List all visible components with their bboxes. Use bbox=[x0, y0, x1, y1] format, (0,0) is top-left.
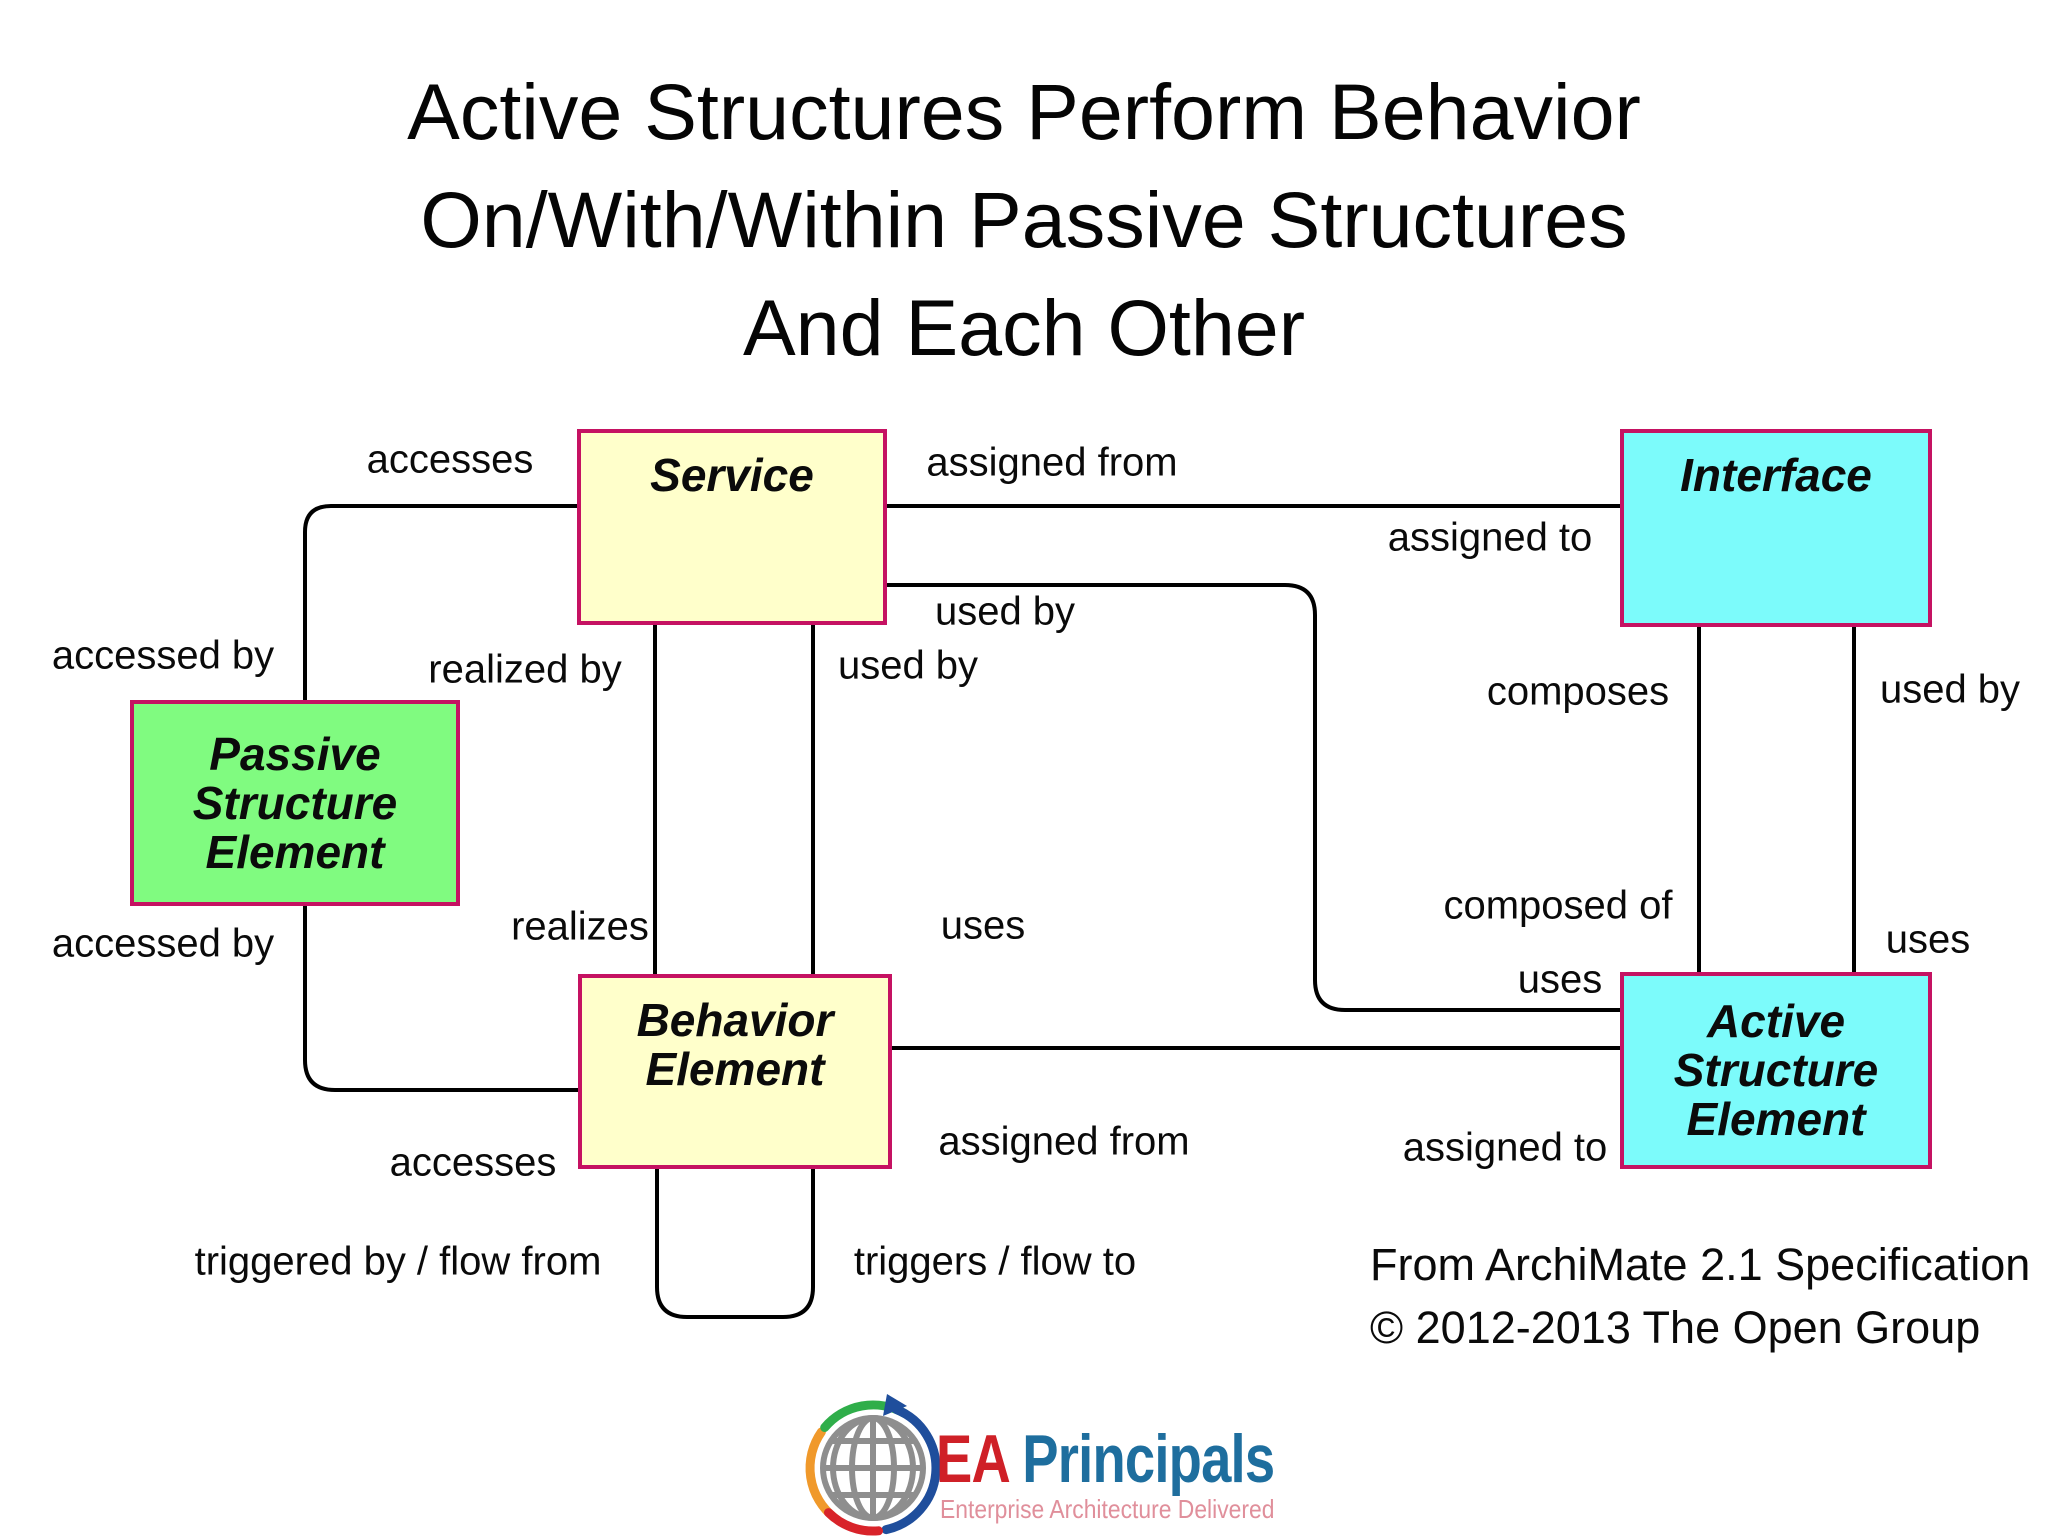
node-behavior-element-label-line: Element bbox=[645, 1043, 825, 1095]
edge-label-used-by-interface-ase: used by bbox=[1879, 667, 2021, 712]
edge-label-composed-of: composed of bbox=[1443, 883, 1673, 928]
node-active-structure-element-label-line: Structure bbox=[1673, 1044, 1879, 1096]
edge-label-uses-service-behavior: uses bbox=[940, 903, 1026, 948]
edge-label-assigned-from-top: assigned from bbox=[926, 440, 1178, 485]
node-service-label-line: Service bbox=[650, 449, 814, 501]
node-interface-label-line: Interface bbox=[1680, 449, 1872, 501]
node-passive-structure-element-label-line: Element bbox=[205, 825, 385, 878]
logo-arrowhead bbox=[883, 1394, 907, 1416]
edge-label-assigned-to-bottom: assigned to bbox=[1402, 1125, 1608, 1170]
edge-label-accesses-top: accesses bbox=[366, 437, 534, 482]
edge-label-accessed-by-lower: accessed by bbox=[51, 921, 275, 966]
edge-label-assigned-from-bottom: assigned from bbox=[938, 1119, 1190, 1164]
logo-text-ea: EA bbox=[936, 1421, 1009, 1497]
ea-principals-wordmark: EA Principals bbox=[936, 1420, 1275, 1498]
edge-label-triggered-by-flow-from: triggered by / flow from bbox=[194, 1239, 602, 1284]
ea-principals-globe-icon bbox=[805, 1394, 941, 1536]
edge-label-composes: composes bbox=[1486, 669, 1670, 714]
logo-arc-blue bbox=[881, 1405, 941, 1535]
attribution-line-1: From ArchiMate 2.1 Specification bbox=[1370, 1239, 2031, 1290]
logo-tagline: Enterprise Architecture Delivered bbox=[940, 1494, 1275, 1524]
edge-label-uses-service-ase: uses bbox=[1517, 957, 1603, 1002]
attribution: From ArchiMate 2.1 Specification © 2012-… bbox=[1370, 1233, 2030, 1359]
edge-label-triggers-flow-to: triggers / flow to bbox=[853, 1239, 1137, 1284]
slide-title-line-1: Active Structures Perform Behavior bbox=[407, 67, 1641, 156]
node-behavior-element-label-line: Behavior bbox=[636, 994, 834, 1046]
edge-label-assigned-to-top: assigned to bbox=[1387, 515, 1593, 560]
node-passive-structure-element-label-line: Structure bbox=[192, 776, 398, 829]
slide-title-line-3: And Each Other bbox=[742, 283, 1306, 372]
node-interface: Interface bbox=[1620, 429, 1932, 627]
slide-title-line-2: On/With/Within Passive Structures bbox=[420, 175, 1628, 264]
edge-label-realizes: realizes bbox=[511, 904, 649, 949]
logo-text-principals: Principals bbox=[1007, 1421, 1275, 1497]
edge-label-accesses-bottom: accesses bbox=[389, 1140, 557, 1185]
node-active-structure-element-label-line: Active bbox=[1706, 995, 1846, 1047]
node-service: Service bbox=[577, 429, 887, 625]
edge-label-accessed-by-upper: accessed by bbox=[51, 633, 275, 678]
edge-label-uses-interface-ase: uses bbox=[1885, 917, 1971, 962]
node-passive-structure-element-label-line: Passive bbox=[209, 727, 381, 780]
globe-wireframe bbox=[820, 1415, 926, 1521]
logo-arc-red bbox=[824, 1508, 883, 1536]
node-active-structure-element-label-line: Element bbox=[1686, 1093, 1866, 1145]
attribution-line-2: © 2012-2013 The Open Group bbox=[1370, 1302, 1981, 1353]
edge-label-realized-by: realized by bbox=[428, 647, 622, 692]
edge-label-used-by-service-ase: used by bbox=[934, 589, 1076, 634]
edge-label-used-by-service-behavior: used by bbox=[837, 643, 979, 688]
slide-title: Active Structures Perform Behavior On/Wi… bbox=[0, 58, 2048, 382]
